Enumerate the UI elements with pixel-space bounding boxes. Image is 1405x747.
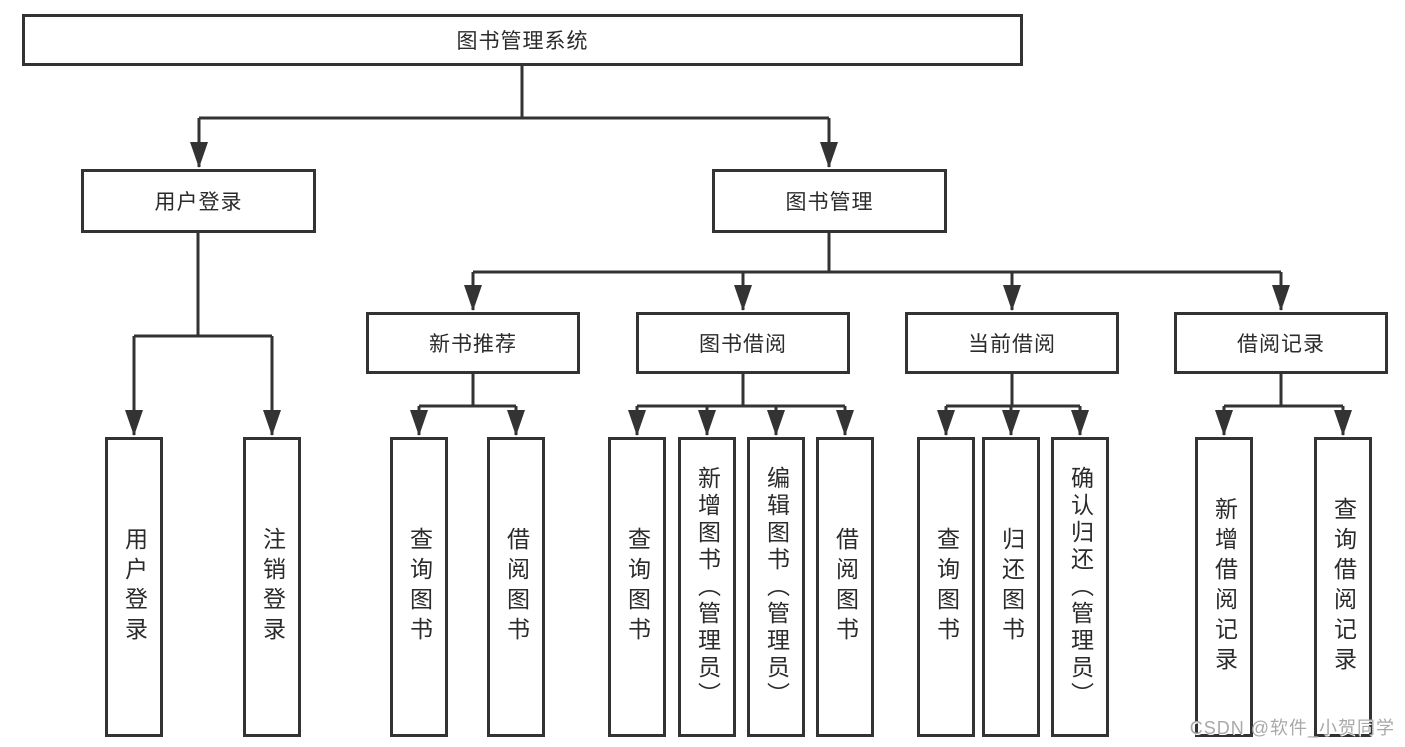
leaf-user-login-label: 用户登录 [121,527,148,647]
leaf-records-query-record: 查询借阅记录 [1314,437,1372,737]
leaf-records-query-record-label: 查询借阅记录 [1330,497,1357,677]
leaf-records-add-record: 新增借阅记录 [1195,437,1253,737]
leaf-borrow-edit-books-admin-label: 编辑图书（管理员） [763,465,790,709]
connector-user-login-children [125,233,281,436]
leaf-borrow-add-books-admin-label: 新增图书（管理员） [694,465,721,709]
leaf-current-return-books-label: 归还图书 [998,527,1025,647]
node-borrow-records-label: 借阅记录 [1237,333,1325,356]
leaf-newbooks-borrow-books: 借阅图书 [487,437,545,737]
leaf-borrow-query-books: 查询图书 [608,437,666,737]
leaf-logout-label: 注销登录 [259,527,286,647]
leaf-borrow-query-books-label: 查询图书 [624,527,651,647]
node-root-system: 图书管理系统 [22,14,1023,66]
connector-new-book-recommend-children [410,374,525,436]
leaf-current-query-books-label: 查询图书 [933,527,960,647]
node-current-borrow-label: 当前借阅 [968,333,1056,356]
connector-current-borrow-children [937,374,1089,436]
node-book-borrow: 图书借阅 [636,312,850,374]
node-user-login-label: 用户登录 [154,191,243,214]
leaf-current-return-books: 归还图书 [982,437,1040,737]
leaf-borrow-borrow-books-label: 借阅图书 [832,527,859,647]
connector-root-to-level2 [190,66,838,168]
node-borrow-records: 借阅记录 [1174,312,1388,374]
node-new-book-recommend-label: 新书推荐 [429,333,517,356]
leaf-newbooks-query-books: 查询图书 [390,437,448,737]
connector-book-borrow-children [628,374,854,436]
leaf-borrow-borrow-books: 借阅图书 [816,437,874,737]
leaf-newbooks-borrow-books-label: 借阅图书 [503,527,530,647]
leaf-user-login: 用户登录 [105,437,163,737]
connector-book-management-children [464,233,1290,311]
node-user-login: 用户登录 [81,169,316,233]
node-new-book-recommend: 新书推荐 [366,312,580,374]
leaf-current-query-books: 查询图书 [917,437,975,737]
csdn-watermark: CSDN @软件_小贺同学 [1189,718,1395,738]
leaf-newbooks-query-books-label: 查询图书 [406,527,433,647]
node-current-borrow: 当前借阅 [905,312,1119,374]
leaf-borrow-add-books-admin: 新增图书（管理员） [678,437,736,737]
leaf-current-confirm-return-admin-label: 确认归还（管理员） [1067,465,1094,709]
node-book-management-label: 图书管理 [785,191,874,214]
node-book-borrow-label: 图书借阅 [699,333,787,356]
node-book-management: 图书管理 [712,169,947,233]
node-root-system-label: 图书管理系统 [456,30,589,53]
leaf-borrow-edit-books-admin: 编辑图书（管理员） [747,437,805,737]
leaf-logout: 注销登录 [243,437,301,737]
leaf-records-add-record-label: 新增借阅记录 [1211,497,1238,677]
leaf-current-confirm-return-admin: 确认归还（管理员） [1051,437,1109,737]
connector-borrow-records-children [1215,374,1352,436]
